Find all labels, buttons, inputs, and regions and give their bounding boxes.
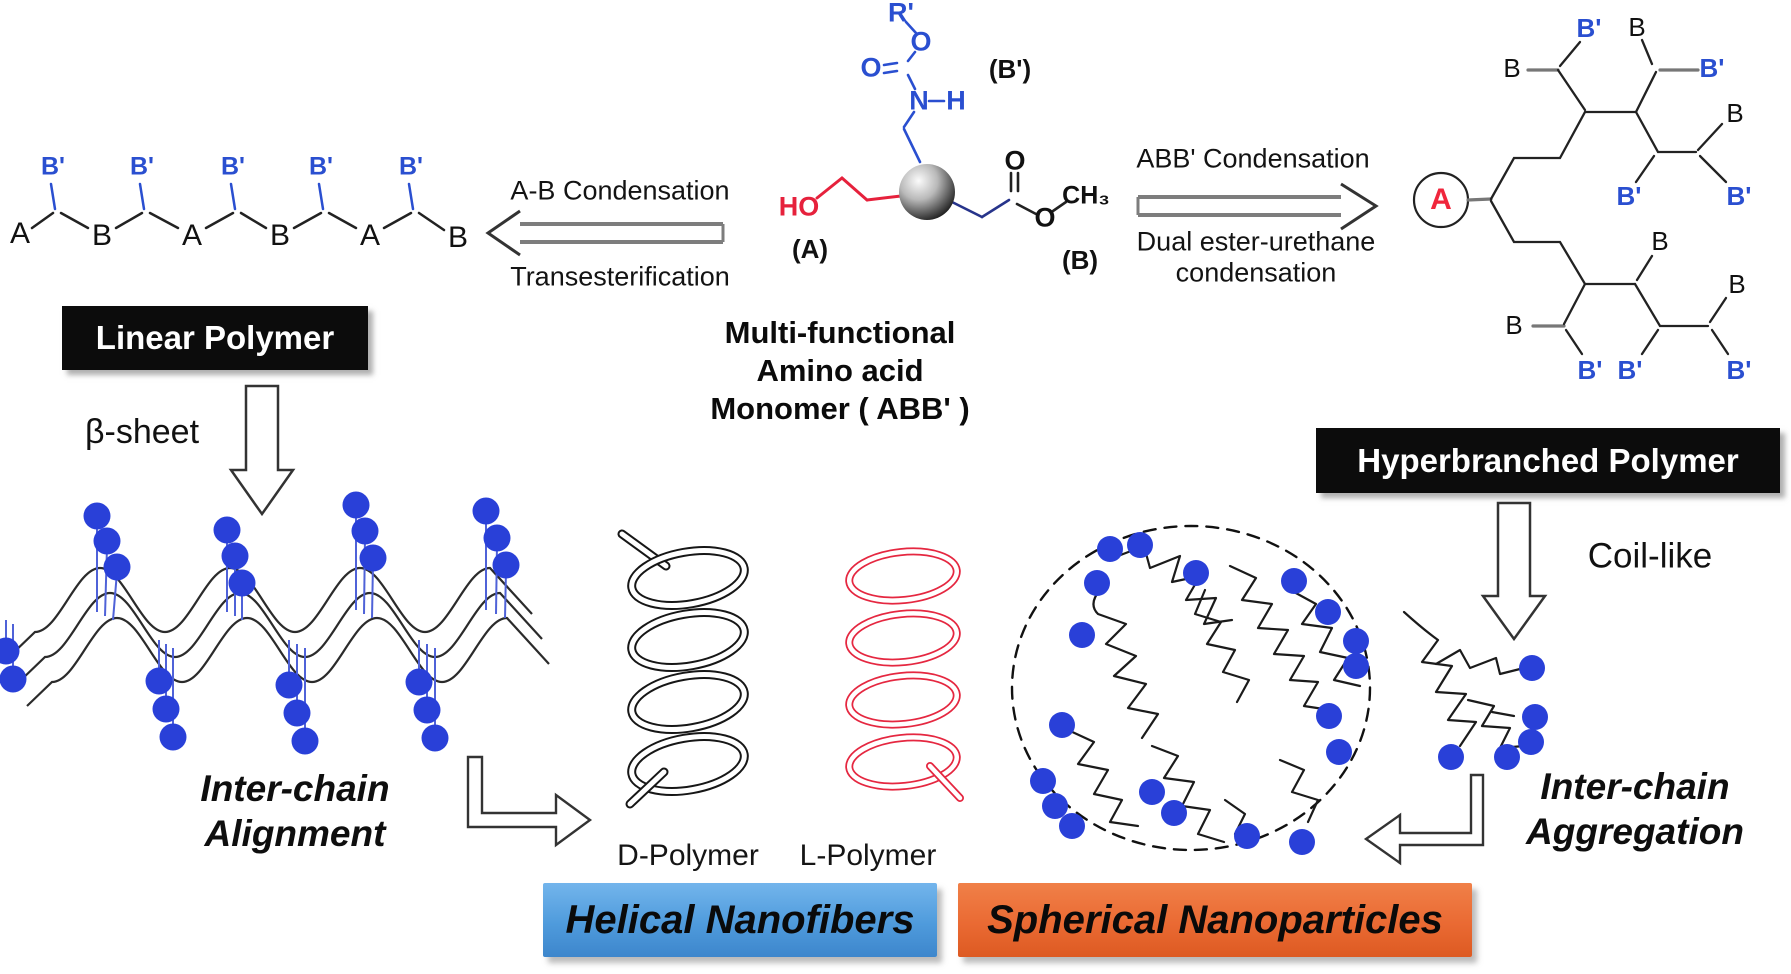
- elbow-arrow-aggregation-icon: [1363, 773, 1485, 866]
- b-end-label: B: [1505, 310, 1523, 340]
- beta-sheet-dots: [0, 491, 520, 755]
- branch-label: B': [41, 152, 65, 181]
- r-prime-label: R': [888, 0, 914, 28]
- reaction-left-top-label: A-B Condensation: [510, 175, 730, 206]
- reaction-right-bottom-label2: condensation: [1175, 257, 1337, 288]
- reaction-right-top-label: ABB' Condensation: [1136, 143, 1370, 174]
- b-end-label: B: [1503, 53, 1521, 83]
- branch-label: B': [309, 152, 333, 181]
- helical-nanofibers-box-label: Helical Nanofibers: [565, 897, 915, 942]
- group-a-label: (A): [791, 234, 829, 264]
- hyperbranched-polymer-box-label: Hyperbranched Polymer: [1357, 441, 1739, 479]
- bprime-end-label: B': [1726, 181, 1752, 211]
- ho-label: HO: [778, 191, 820, 222]
- helix-d-polymer: [617, 529, 749, 809]
- monomer-title-line3: Monomer ( ABB' ): [710, 391, 970, 426]
- branch-label: B': [130, 152, 154, 181]
- b-end-label: B: [1651, 226, 1669, 256]
- n-label: N: [909, 85, 929, 116]
- monomer-title: Multi-functional Amino acid Monomer ( AB…: [690, 314, 990, 428]
- sphere-dots: [1030, 532, 1369, 855]
- spherical-nanoparticles-box: Spherical Nanoparticles: [958, 883, 1472, 957]
- down-arrow-beta-icon: [228, 384, 296, 517]
- o-carbonyl-left-label: O: [860, 52, 882, 83]
- backbone-atom: B: [91, 219, 113, 252]
- backbone-atom: B: [269, 219, 291, 252]
- monomer-structure: [815, 20, 1068, 220]
- helix-l-polymer: [845, 547, 964, 802]
- backbone-atom: A: [9, 217, 31, 250]
- coil-dots: [1438, 655, 1548, 770]
- monomer-title-line2: Amino acid: [756, 353, 924, 388]
- bprime-end-label: B': [1699, 53, 1725, 83]
- o-carbonyl-right-label: O: [1004, 145, 1026, 176]
- d-polymer-label: D-Polymer: [617, 839, 759, 872]
- ch3-label: CH₃: [1062, 181, 1110, 210]
- backbone-atom: A: [181, 219, 203, 252]
- dashed-sphere-boundary: [1010, 524, 1372, 852]
- linear-polymer-box-label: Linear Polymer: [95, 319, 335, 356]
- beta-sheet-drawing: [0, 491, 550, 755]
- reaction-right-bottom-label1: Dual ester-urethane: [1136, 226, 1376, 257]
- reaction-left-bottom-label: Transesterification: [510, 261, 730, 292]
- alignment-line2: Alignment: [204, 813, 386, 854]
- beta-sheet-label: β-sheet: [84, 413, 200, 451]
- monomer-title-line1: Multi-functional: [724, 315, 956, 350]
- group-b-label: (B): [1061, 245, 1099, 275]
- inter-chain-aggregation-label: Inter-chain Aggregation: [1480, 764, 1790, 854]
- b-end-label: B: [1726, 98, 1744, 128]
- o-ester-label: O: [1034, 202, 1056, 233]
- elbow-arrow-alignment-icon: [466, 755, 593, 848]
- reaction-arrow-left-icon: [485, 209, 725, 257]
- nanoparticle-sphere: [1010, 524, 1372, 855]
- hyperbranched-polymer-box: Hyperbranched Polymer: [1316, 428, 1780, 493]
- monomer-core-ball: [899, 164, 955, 220]
- l-polymer-label: L-Polymer: [799, 839, 937, 872]
- alignment-line1: Inter-chain: [200, 768, 390, 809]
- coil-like-label: Coil-like: [1587, 536, 1713, 576]
- core-a-label: A: [1430, 183, 1452, 216]
- hyperbranched-structure: [1412, 38, 1730, 356]
- group-b-prime-label: (B'): [988, 54, 1032, 84]
- backbone-atom: B: [447, 221, 469, 254]
- bprime-end-label: B': [1577, 355, 1603, 385]
- inter-chain-alignment-label: Inter-chain Alignment: [150, 766, 440, 856]
- b-end-label: B: [1728, 269, 1746, 299]
- bprime-end-label: B': [1726, 355, 1752, 385]
- linear-polymer-box: Linear Polymer: [62, 306, 368, 370]
- o-carbamate-label: O: [910, 26, 932, 57]
- bprime-end-label: B': [1616, 181, 1642, 211]
- branch-label: B': [221, 152, 245, 181]
- reaction-arrow-right-icon: [1136, 182, 1379, 231]
- h-label: H: [946, 85, 966, 116]
- backbone-atom: A: [359, 219, 381, 252]
- aggregation-line1: Inter-chain: [1540, 766, 1730, 807]
- bprime-end-label: B': [1576, 13, 1602, 43]
- b-end-label: B: [1628, 12, 1646, 42]
- down-arrow-coil-icon: [1480, 501, 1548, 642]
- spherical-nanoparticles-box-label: Spherical Nanoparticles: [987, 897, 1443, 942]
- helical-nanofibers-box: Helical Nanofibers: [543, 883, 937, 957]
- aggregation-line2: Aggregation: [1526, 811, 1744, 852]
- bprime-end-label: B': [1617, 355, 1643, 385]
- coil-like-structure: [1402, 610, 1548, 770]
- linear-polymer-structure: [30, 182, 446, 232]
- branch-label: B': [399, 152, 423, 181]
